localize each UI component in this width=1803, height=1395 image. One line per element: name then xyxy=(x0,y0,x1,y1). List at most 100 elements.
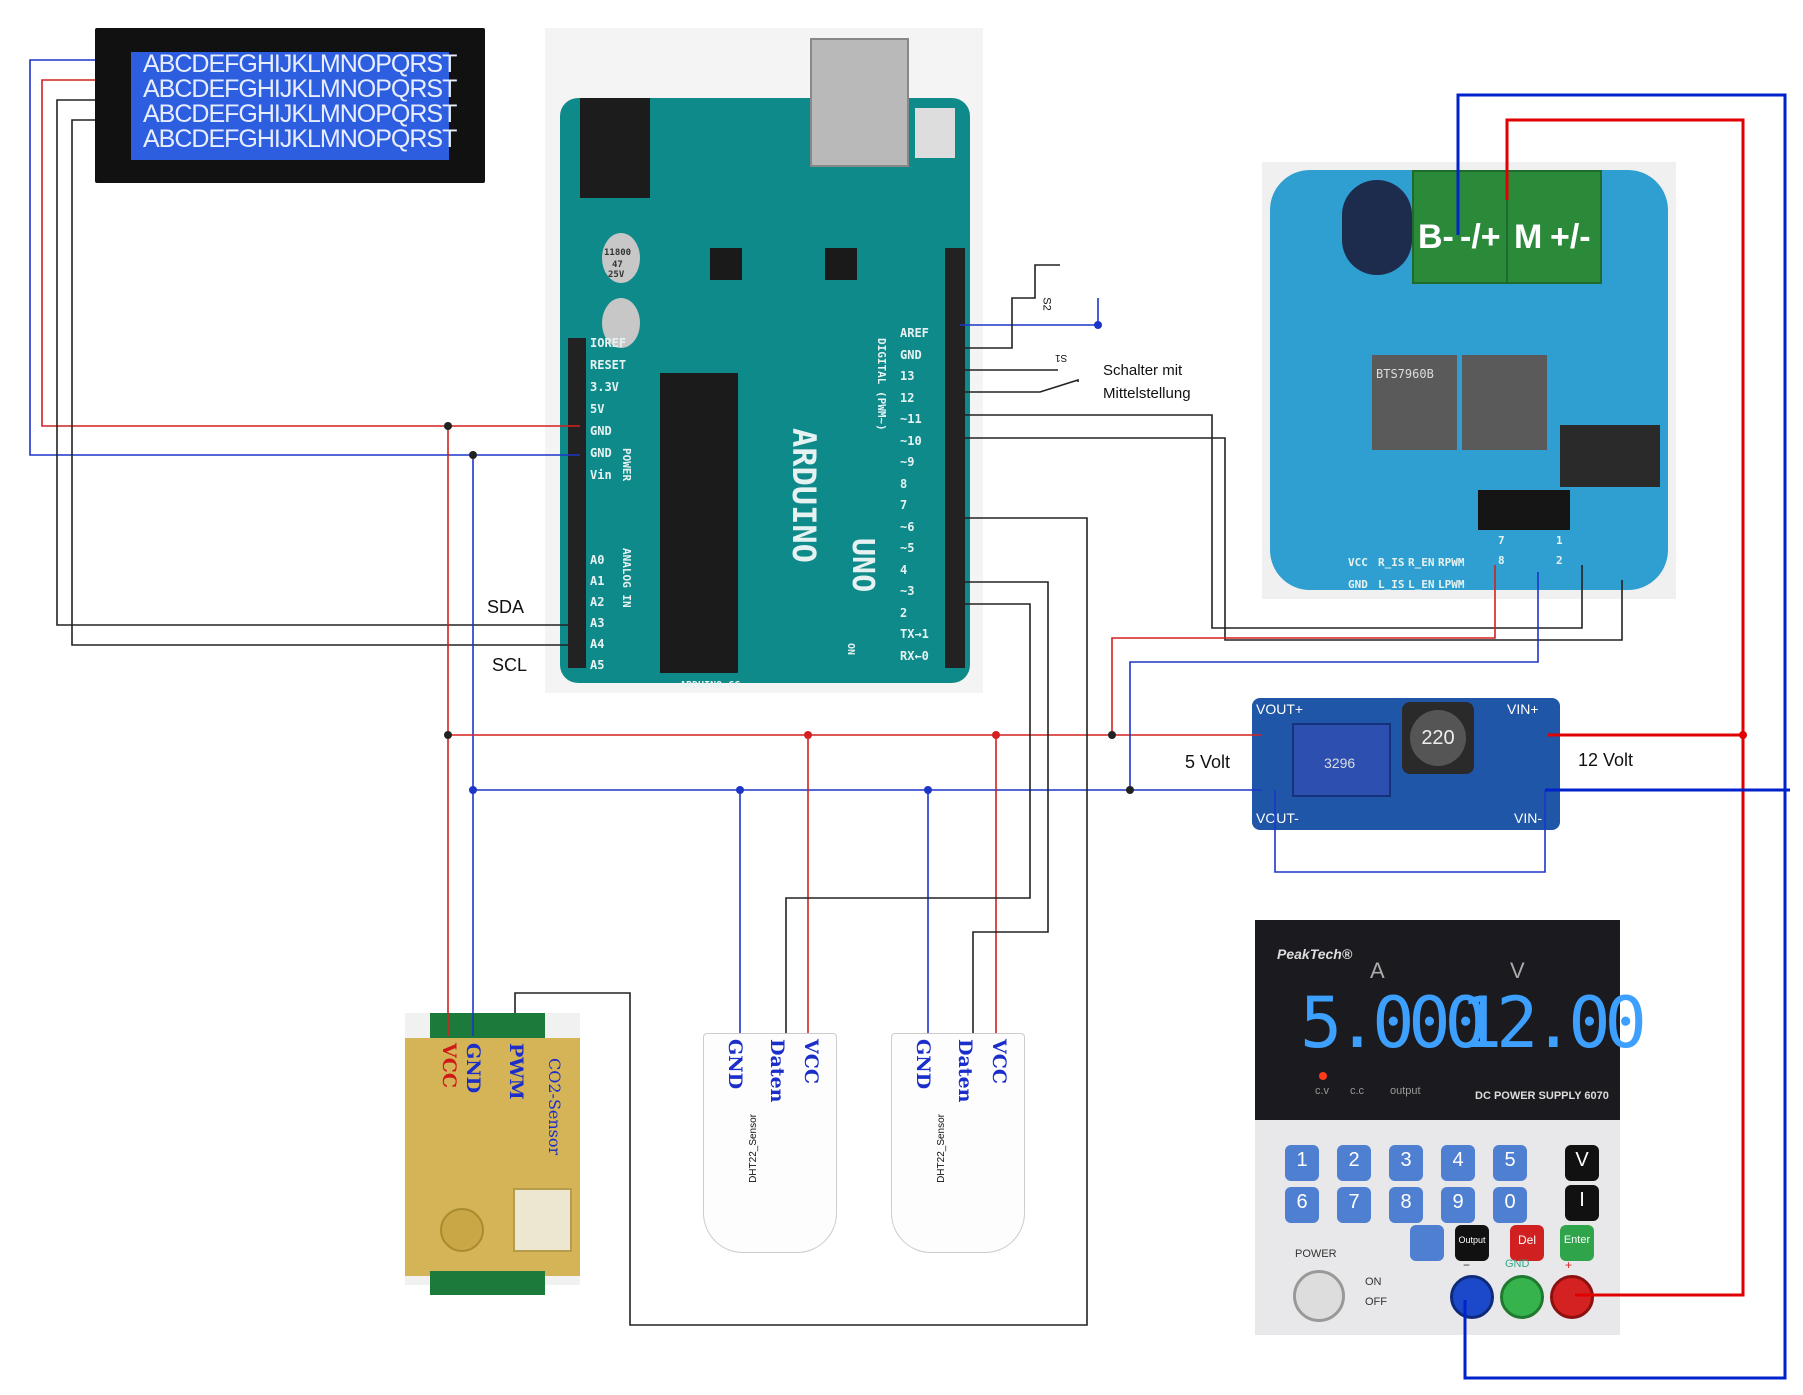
wire-12 xyxy=(785,603,1031,1033)
driver-pin-top-1: R_IS xyxy=(1378,556,1405,569)
atmega-chip xyxy=(660,373,738,673)
junction-dot xyxy=(1739,731,1747,739)
digital-pin-label-5: ~10 xyxy=(900,433,922,448)
lab-power-supply: PeakTech® A V 5.000 12.00 c.v c.c output… xyxy=(1255,920,1647,1335)
vin-minus-label: VIN- xyxy=(1514,810,1542,826)
bts-chip-1-label: BTS7960B xyxy=(1376,367,1434,381)
power-pin-label-4: GND xyxy=(590,424,612,438)
dot-key[interactable] xyxy=(1410,1225,1444,1261)
psu-display-panel: PeakTech® A V 5.000 12.00 c.v c.c output… xyxy=(1255,920,1647,1120)
driver-pin-bottom-3: LPWM xyxy=(1438,578,1465,591)
driver-capacitor xyxy=(1342,180,1412,275)
digital-pin-label-11: 4 xyxy=(900,562,908,577)
wire-2 xyxy=(56,99,580,626)
keypad-key-3[interactable]: 3 xyxy=(1389,1145,1423,1181)
arduino-uno-board: ARDUINO UNO ARDUINO.CC POWER ANALOG IN D… xyxy=(545,28,983,693)
psu-model: DC POWER SUPPLY 6070 xyxy=(1475,1090,1609,1102)
power-on-label: ON xyxy=(1365,1276,1382,1288)
lcd-line-3: ABCDEFGHIJKLMNOPQRST xyxy=(143,100,457,128)
co2-sensor: VCC GND PWM CO2-Sensor xyxy=(405,1013,580,1295)
digital-pin-label-6: ~9 xyxy=(900,455,915,469)
lcd-display: ABCDEFGHIJKLMNOPQRST ABCDEFGHIJKLMNOPQRS… xyxy=(95,28,485,183)
psu-amp-label: A xyxy=(1370,958,1385,983)
terminal-plus-minus: +/- xyxy=(1550,218,1591,256)
wire-17 xyxy=(1111,565,1496,735)
keypad-key-6[interactable]: 6 xyxy=(1285,1187,1319,1223)
positive-terminal[interactable] xyxy=(1550,1275,1594,1319)
gnd-label: GND xyxy=(1505,1258,1530,1270)
usb-chip xyxy=(710,248,742,280)
wire-22 xyxy=(960,378,1079,393)
wire-1 xyxy=(41,79,580,427)
junction-dot xyxy=(444,731,452,739)
analog-pin-label-1: A1 xyxy=(590,574,605,588)
i-key[interactable]: I xyxy=(1565,1185,1599,1221)
psu-output-led: output xyxy=(1390,1085,1421,1097)
inductor: 220 xyxy=(1402,702,1474,774)
potentiometer: 3296 xyxy=(1292,723,1391,797)
keypad-key-0[interactable]: 0 xyxy=(1493,1187,1527,1223)
wire-25 xyxy=(1505,118,1745,1297)
negative-terminal[interactable] xyxy=(1450,1275,1494,1319)
driver-pin-bottom-2: L_EN xyxy=(1408,578,1435,591)
driver-pin-header xyxy=(1478,490,1570,530)
co2-pin-gnd: GND xyxy=(462,1043,484,1094)
wire-18 xyxy=(1129,572,1539,790)
switch-label-2: Mittelstellung xyxy=(1103,385,1191,402)
power-switch[interactable] xyxy=(1293,1270,1345,1322)
wire-13 xyxy=(960,581,1049,1033)
keypad-key-7[interactable]: 7 xyxy=(1337,1187,1371,1223)
digital-pin-label-8: 7 xyxy=(900,498,908,512)
wire-24 xyxy=(1456,93,1787,1380)
analog-pin-label-4: A4 xyxy=(590,637,605,651)
ground-terminal[interactable] xyxy=(1500,1275,1544,1319)
plus-label: + xyxy=(1565,1258,1573,1272)
keypad-key-4[interactable]: 4 xyxy=(1441,1145,1475,1181)
arduino-model: UNO xyxy=(845,538,880,593)
driver-pin-num-1: 1 xyxy=(1556,534,1563,547)
driver-pin-bottom-1: L_IS xyxy=(1378,578,1405,591)
keypad-key-2[interactable]: 2 xyxy=(1337,1145,1371,1181)
digital-pin-label-12: ~3 xyxy=(900,584,915,598)
enter-key[interactable]: Enter xyxy=(1560,1225,1594,1261)
bts-chip-2 xyxy=(1462,355,1547,450)
keypad-key-9[interactable]: 9 xyxy=(1441,1187,1475,1223)
keypad-key-8[interactable]: 8 xyxy=(1389,1187,1423,1223)
v-key[interactable]: V xyxy=(1565,1145,1599,1181)
keypad-key-1[interactable]: 1 xyxy=(1285,1145,1319,1181)
on-led-label: ON xyxy=(845,643,856,656)
dht1-pin-daten: Daten xyxy=(766,1039,788,1103)
lcd-screen: ABCDEFGHIJKLMNOPQRST ABCDEFGHIJKLMNOPQRS… xyxy=(131,50,457,160)
keypad-key-5[interactable]: 5 xyxy=(1493,1145,1527,1181)
wire-23 xyxy=(1274,790,1546,873)
analog-pin-label-2: A2 xyxy=(590,595,605,609)
analog-title: ANALOG IN xyxy=(620,548,633,608)
co2-body xyxy=(405,1038,580,1276)
digital-pin-label-1: GND xyxy=(900,347,922,362)
digital-pin-label-7: 8 xyxy=(900,476,908,491)
power-pin-label-5: GND xyxy=(590,446,612,460)
inductor-value: 220 xyxy=(1410,710,1466,766)
digital-pin-label-0: AREF xyxy=(900,326,929,340)
digital-pin-label-9: ~6 xyxy=(900,519,915,534)
capacitor-2 xyxy=(602,298,640,348)
digital-pin-label-3: 12 xyxy=(900,390,915,405)
digital-pin-label-4: ~11 xyxy=(900,412,922,426)
output-key[interactable]: Output xyxy=(1455,1225,1489,1261)
lcd-line-1: ABCDEFGHIJKLMNOPQRST xyxy=(143,50,457,78)
arduino-site: ARDUINO.CC xyxy=(680,680,741,691)
cap-text-3: 25V xyxy=(608,270,625,280)
del-key[interactable]: Del xyxy=(1510,1225,1544,1261)
dht2-pin-gnd: GND xyxy=(912,1039,934,1090)
power-pin-label-6: Vin xyxy=(590,468,612,482)
junction-dot xyxy=(444,422,452,430)
usb-port xyxy=(810,38,909,167)
reset-button xyxy=(915,108,955,158)
wire-19 xyxy=(960,298,1099,326)
arduino-brand: ARDUINO xyxy=(785,428,823,563)
left-header xyxy=(568,338,586,668)
junction-dot xyxy=(1126,786,1134,794)
